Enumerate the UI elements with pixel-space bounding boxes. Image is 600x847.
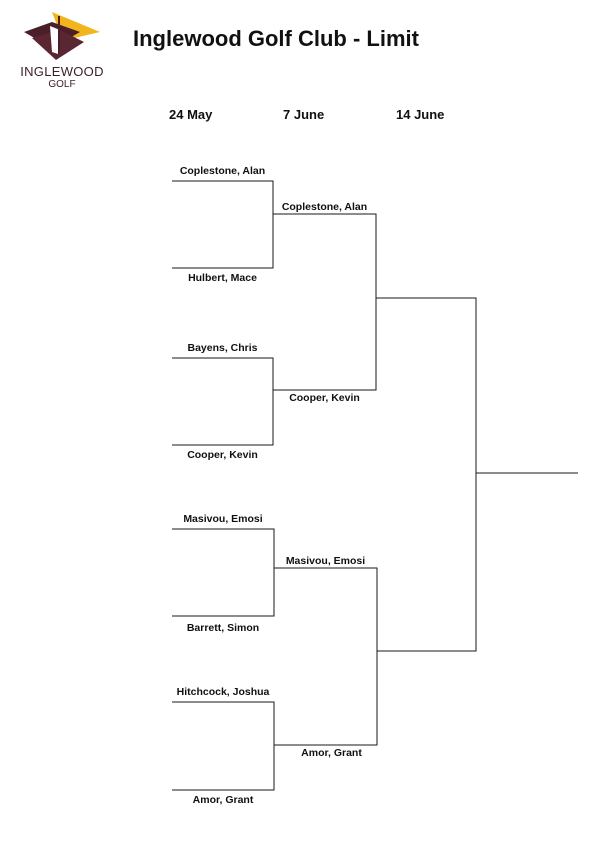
round-2-date: 7 June xyxy=(283,107,325,122)
r1-player-2: Hulbert, Mace xyxy=(188,272,257,284)
round-1-date: 24 May xyxy=(169,107,213,122)
logo-wordmark: INGLEWOOD xyxy=(20,64,104,79)
r1-player-6: Barrett, Simon xyxy=(186,622,260,634)
round-3-date: 14 June xyxy=(396,107,445,122)
logo-subtitle: GOLF xyxy=(48,79,76,90)
r2-player-2: Cooper, Kevin xyxy=(289,392,360,404)
r1-player-1: Coplestone, Alan xyxy=(179,165,266,177)
r1-player-5: Masivou, Emosi xyxy=(183,513,263,525)
r1-player-3: Bayens, Chris xyxy=(187,342,258,354)
bracket-line-r1-m4 xyxy=(172,701,275,791)
bracket-line-r2-m1 xyxy=(273,213,377,391)
bracket-line-r1-m2 xyxy=(172,357,274,446)
r1-player-4: Cooper, Kevin xyxy=(187,449,258,461)
bracket-line-r2-m2 xyxy=(274,567,378,746)
bracket-line-r3 xyxy=(376,297,477,652)
r1-player-7: Hitchcock, Joshua xyxy=(176,686,270,698)
bracket-line-r1-m1 xyxy=(172,180,274,269)
page-title: Inglewood Golf Club - Limit xyxy=(133,26,419,51)
r2-player-3: Masivou, Emosi xyxy=(285,555,366,567)
r1-player-8: Amor, Grant xyxy=(192,794,254,806)
bracket-line-r1-m3 xyxy=(172,528,275,617)
r2-player-4: Amor, Grant xyxy=(301,747,362,759)
club-logo: INGLEWOOD GOLF xyxy=(12,6,112,92)
r2-player-1: Coplestone, Alan xyxy=(281,201,368,213)
golf-flag-logo-icon xyxy=(24,12,100,60)
